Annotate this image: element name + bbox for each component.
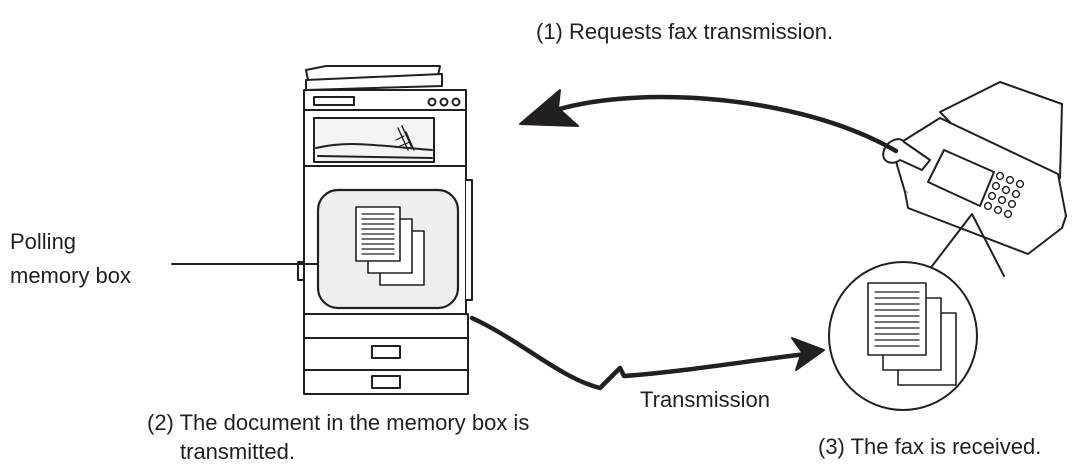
step3-label: (3) The fax is received. [818,434,1042,459]
request-arrow [519,89,899,154]
callout-line-right [971,213,1005,277]
polling-label-line2: memory box [10,263,132,288]
document-stack-icon [355,206,425,286]
step2-label-line2: transmitted. [180,439,295,464]
transmission-label: Transmission [640,387,770,412]
step2-label-line1: (2) The document in the memory box is [147,410,530,435]
polling-label-line1: Polling [10,229,77,254]
step1-label: (1) Requests fax transmission. [536,19,834,44]
received-document-stack-icon [867,282,957,386]
transmission-arrow [469,315,825,391]
callout-line-left [925,213,973,275]
fax-machine-icon [882,81,1067,255]
